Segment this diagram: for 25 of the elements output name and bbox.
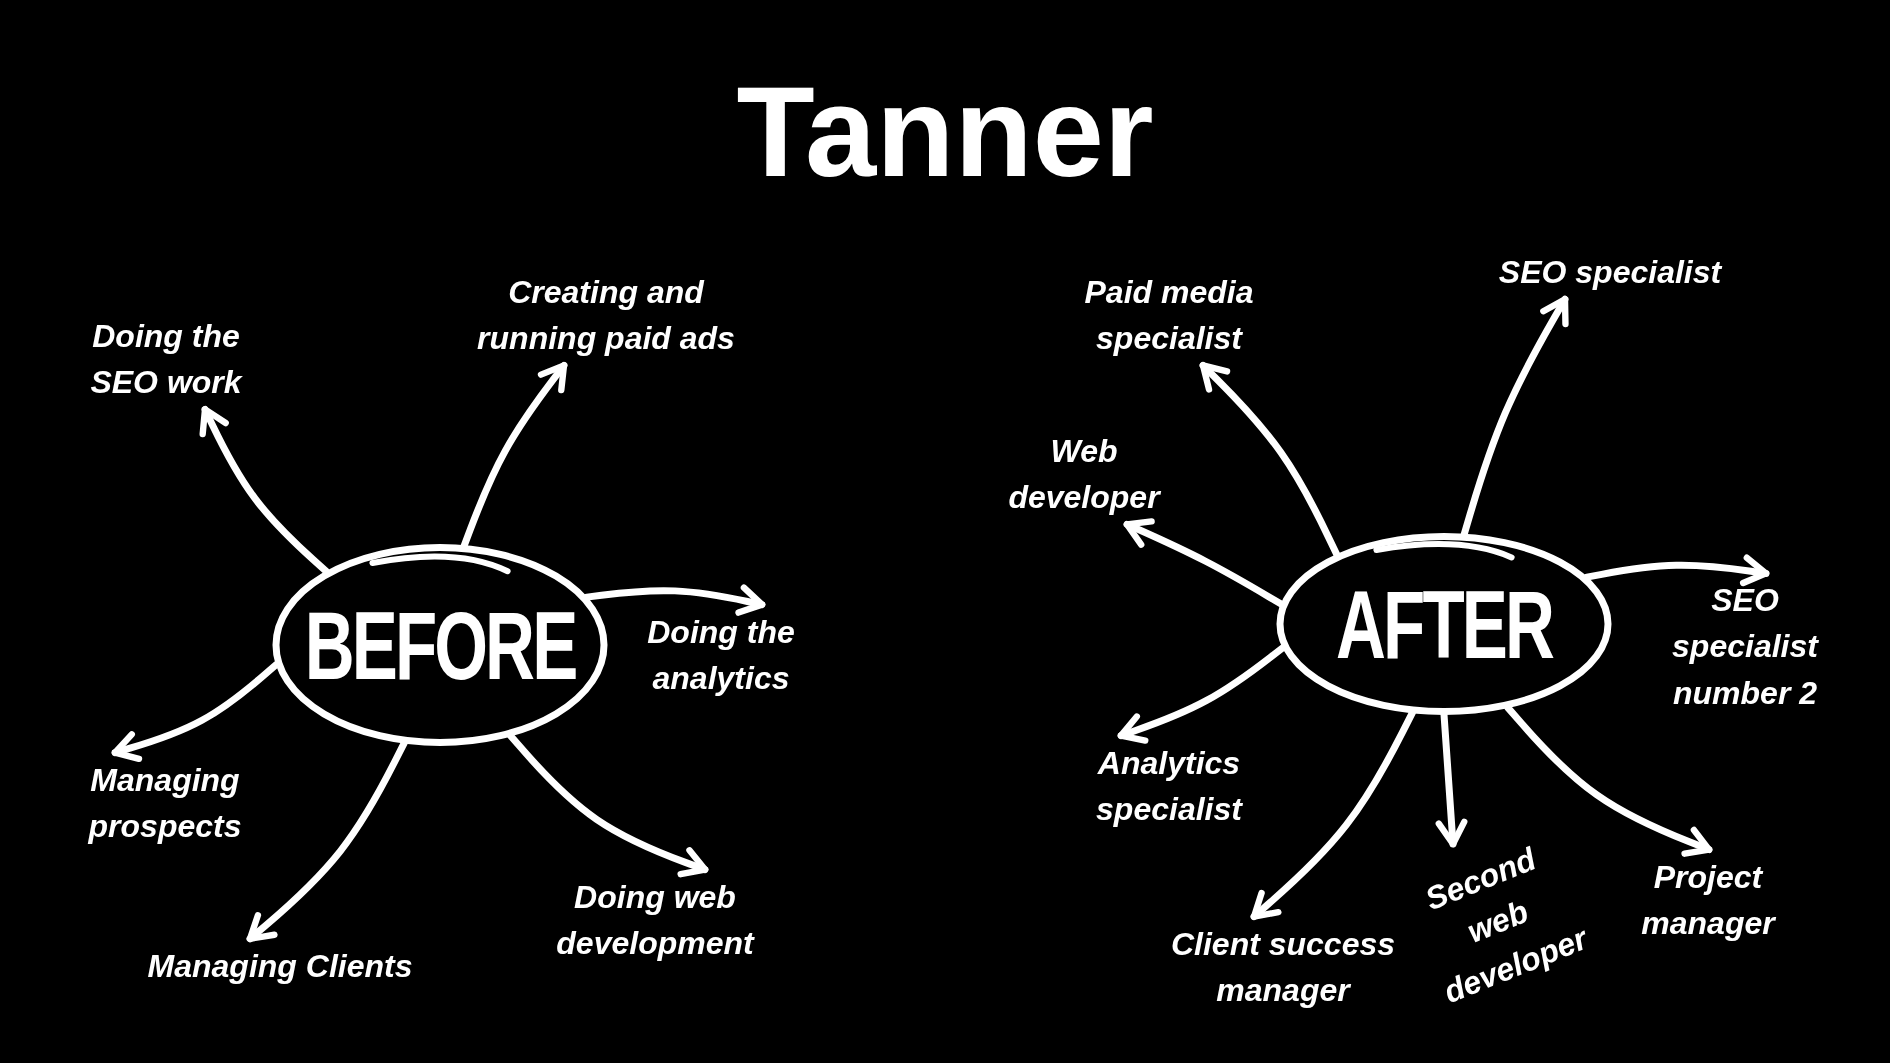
- branch-label: Web developer: [1007, 431, 1162, 517]
- oval-heading: AFTER: [1336, 576, 1552, 672]
- title: Tanner: [735, 62, 1155, 203]
- branch-label: Doing the SEO work: [89, 316, 244, 402]
- oval-heading: BEFORE: [304, 597, 576, 693]
- branch-label: Managing Clients: [146, 946, 414, 986]
- arrow: [1123, 518, 1285, 608]
- arrow: [507, 732, 709, 878]
- branch-label: SEO specialist: [1497, 252, 1724, 292]
- arrow: [1117, 644, 1287, 744]
- branch-label: Doing the analytics: [646, 612, 796, 698]
- arrow: [1504, 704, 1713, 857]
- branch-label: Client success manager: [1169, 924, 1397, 1010]
- branch-label: Creating and running paid ads: [476, 272, 736, 358]
- arrow: [111, 661, 280, 763]
- arrow: [199, 405, 330, 575]
- arrow: [1583, 554, 1770, 587]
- branch-label: Doing web development: [555, 877, 756, 963]
- branch-label: Paid media specialist: [1083, 272, 1255, 358]
- branch-label: SEO specialist number 2: [1671, 581, 1820, 714]
- branch-label: Analytics specialist: [1095, 743, 1244, 829]
- branch-label: Project manager: [1640, 857, 1777, 943]
- arrow: [1199, 361, 1341, 559]
- arrow: [583, 584, 766, 616]
- branch-label: Managing prospects: [87, 760, 243, 846]
